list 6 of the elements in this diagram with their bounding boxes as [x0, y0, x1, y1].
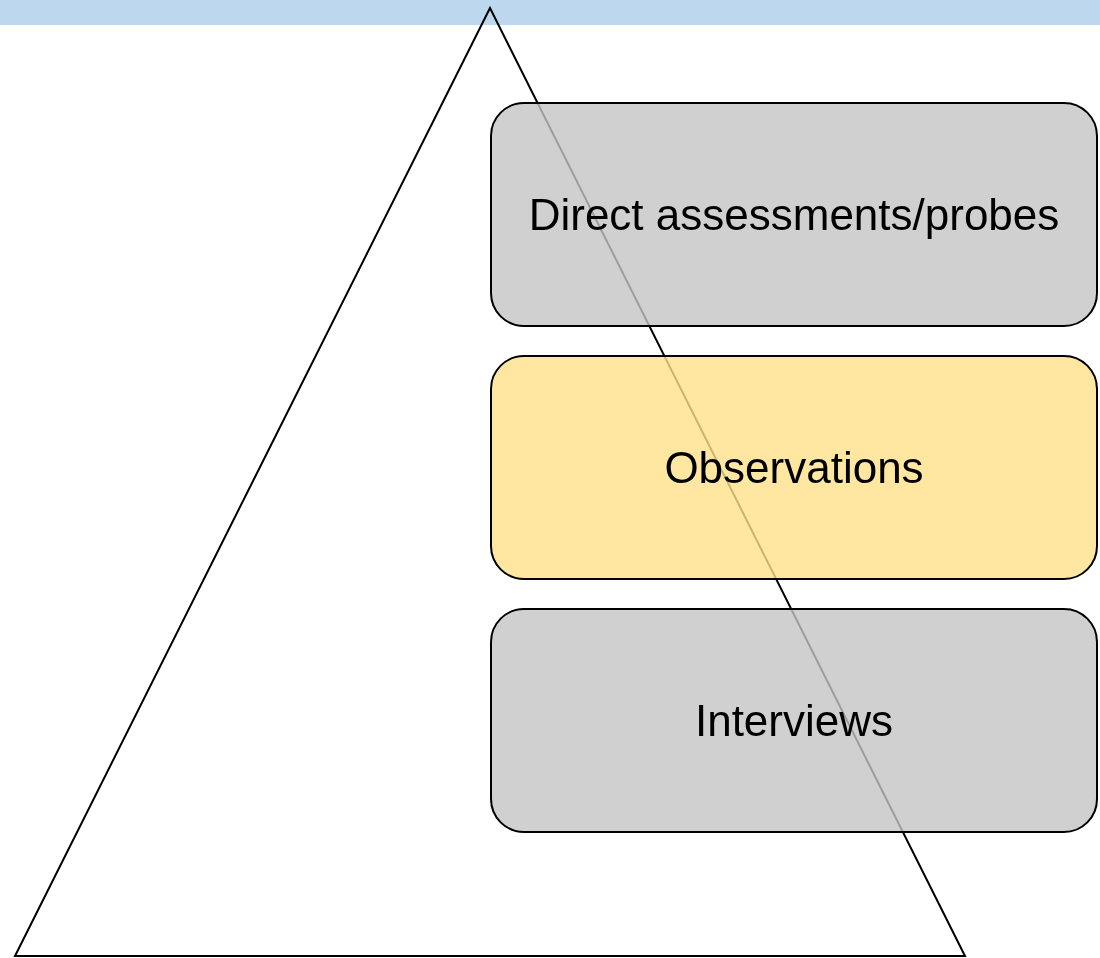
box-label: Direct assessments/probes [528, 189, 1060, 241]
box-label: Interviews [694, 695, 894, 747]
rounded-box [490, 102, 1098, 327]
rounded-box [490, 608, 1098, 833]
rounded-box [490, 355, 1098, 580]
box-label: Observations [664, 442, 924, 494]
